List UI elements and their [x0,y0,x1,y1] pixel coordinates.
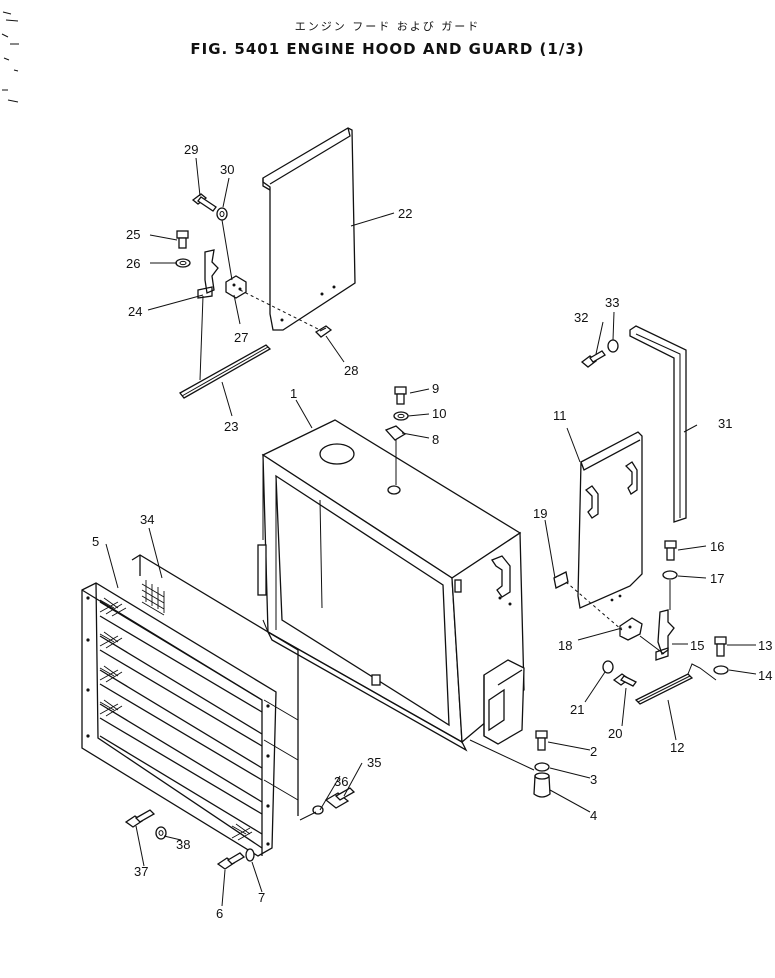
hood-cover-plate [262,127,356,331]
label-8: 8 [432,432,439,447]
front-guard-grille [81,582,277,857]
figure-subtitle: エンジン フード および ガード [294,20,481,33]
washer-10 [393,411,409,421]
bolt-13 [714,636,727,657]
label-36: 36 [334,774,348,789]
figure-title: FIG. 5401 ENGINE HOOD AND GUARD (1/3) [190,40,585,58]
label-15: 15 [690,638,704,653]
label-33: 33 [605,295,619,310]
label-37: 37 [134,864,148,879]
label-34: 34 [140,512,154,527]
label-12: 12 [670,740,684,755]
bolt-35 [324,787,356,809]
label-1: 1 [290,386,297,401]
bolt-16 [664,540,677,561]
label-24: 24 [128,304,142,319]
rod-23 [179,344,272,399]
label-11: 11 [553,408,567,423]
label-16: 16 [710,539,724,554]
label-27: 27 [234,330,248,345]
label-23: 23 [224,419,238,434]
bracket-19 [553,571,569,589]
latch-24 [197,249,219,299]
label-30: 30 [220,162,234,177]
bolt-20 [612,673,637,687]
washer-7 [245,848,255,862]
washer-26 [175,258,191,268]
bolt-2 [535,730,548,751]
label-17: 17 [710,571,724,586]
bracket-27 [225,275,247,299]
label-19: 19 [533,506,547,521]
label-38: 38 [176,837,190,852]
latch-15 [655,609,675,661]
bolt-9 [394,386,407,405]
label-9: 9 [432,381,439,396]
bolt-37 [124,809,156,828]
side-cover-plate [577,431,643,609]
leader-lines [105,157,757,907]
label-29: 29 [184,142,198,157]
washer-30 [216,207,228,221]
bolt-6 [216,852,246,870]
catch-28 [314,325,333,338]
label-32: 32 [574,310,588,325]
label-14: 14 [758,668,772,683]
label-35: 35 [367,755,381,770]
washer-3 [534,762,550,772]
rod-12 [634,663,717,705]
label-6: 6 [216,906,223,921]
washer-17 [662,570,678,580]
label-25: 25 [126,227,140,242]
bolt-32 [580,350,606,368]
label-7: 7 [258,890,265,905]
label-10: 10 [432,406,446,421]
label-28: 28 [344,363,358,378]
label-18: 18 [558,638,572,653]
washer-38 [155,826,167,840]
seal-strip-31 [629,325,687,523]
screen-mesh [131,554,299,816]
label-31: 31 [718,416,732,431]
hood-frame [257,419,525,752]
bolt-29 [191,193,217,212]
label-3: 3 [590,772,597,787]
label-5: 5 [92,534,99,549]
part-number-labels: 1 2 3 4 5 6 7 8 9 10 11 12 13 14 15 16 1… [92,142,772,921]
washer-14 [713,665,729,675]
label-2: 2 [590,744,597,759]
hinge-18 [619,617,643,641]
washer-33 [607,339,619,353]
spacer-4 [533,772,551,798]
label-26: 26 [126,256,140,271]
bolt-25 [176,230,189,249]
label-21: 21 [570,702,584,717]
label-22: 22 [398,206,412,221]
washer-21 [602,660,614,674]
scan-noise [1,11,19,103]
label-13: 13 [758,638,772,653]
label-4: 4 [590,808,597,823]
label-20: 20 [608,726,622,741]
